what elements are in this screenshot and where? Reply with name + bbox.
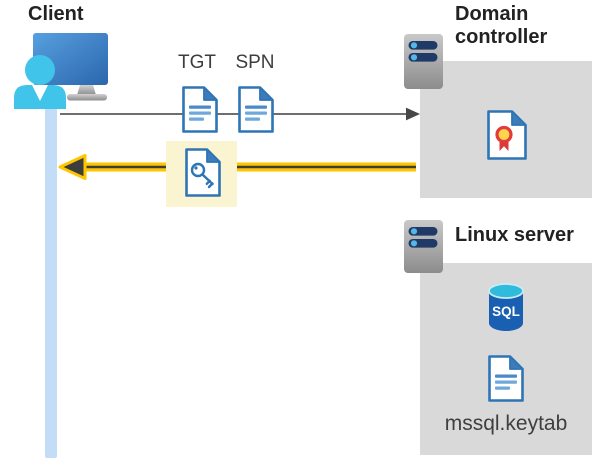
response-arrow-left — [58, 154, 416, 180]
spn-document-icon — [238, 86, 274, 133]
sql-database-icon: SQL — [488, 283, 524, 331]
client-monitor-user-icon — [14, 33, 108, 109]
client-lifeline-bar — [45, 96, 57, 458]
tgt-label: TGT — [178, 52, 216, 73]
linux-server-icon — [404, 220, 443, 273]
keytab-document-icon — [488, 355, 524, 402]
sql-database-label: SQL — [492, 304, 520, 319]
certificate-icon — [487, 110, 527, 160]
domain-controller-title: Domain controller — [455, 3, 548, 48]
linux-server-title: Linux server — [455, 224, 574, 246]
domain-controller-server-icon — [404, 34, 443, 89]
keytab-filename-label: mssql.keytab — [444, 412, 568, 435]
client-title: Client — [28, 3, 84, 25]
spn-label: SPN — [235, 52, 275, 73]
request-arrow-right — [60, 107, 420, 121]
service-ticket-key-icon — [185, 148, 221, 197]
tgt-document-icon — [182, 86, 218, 133]
